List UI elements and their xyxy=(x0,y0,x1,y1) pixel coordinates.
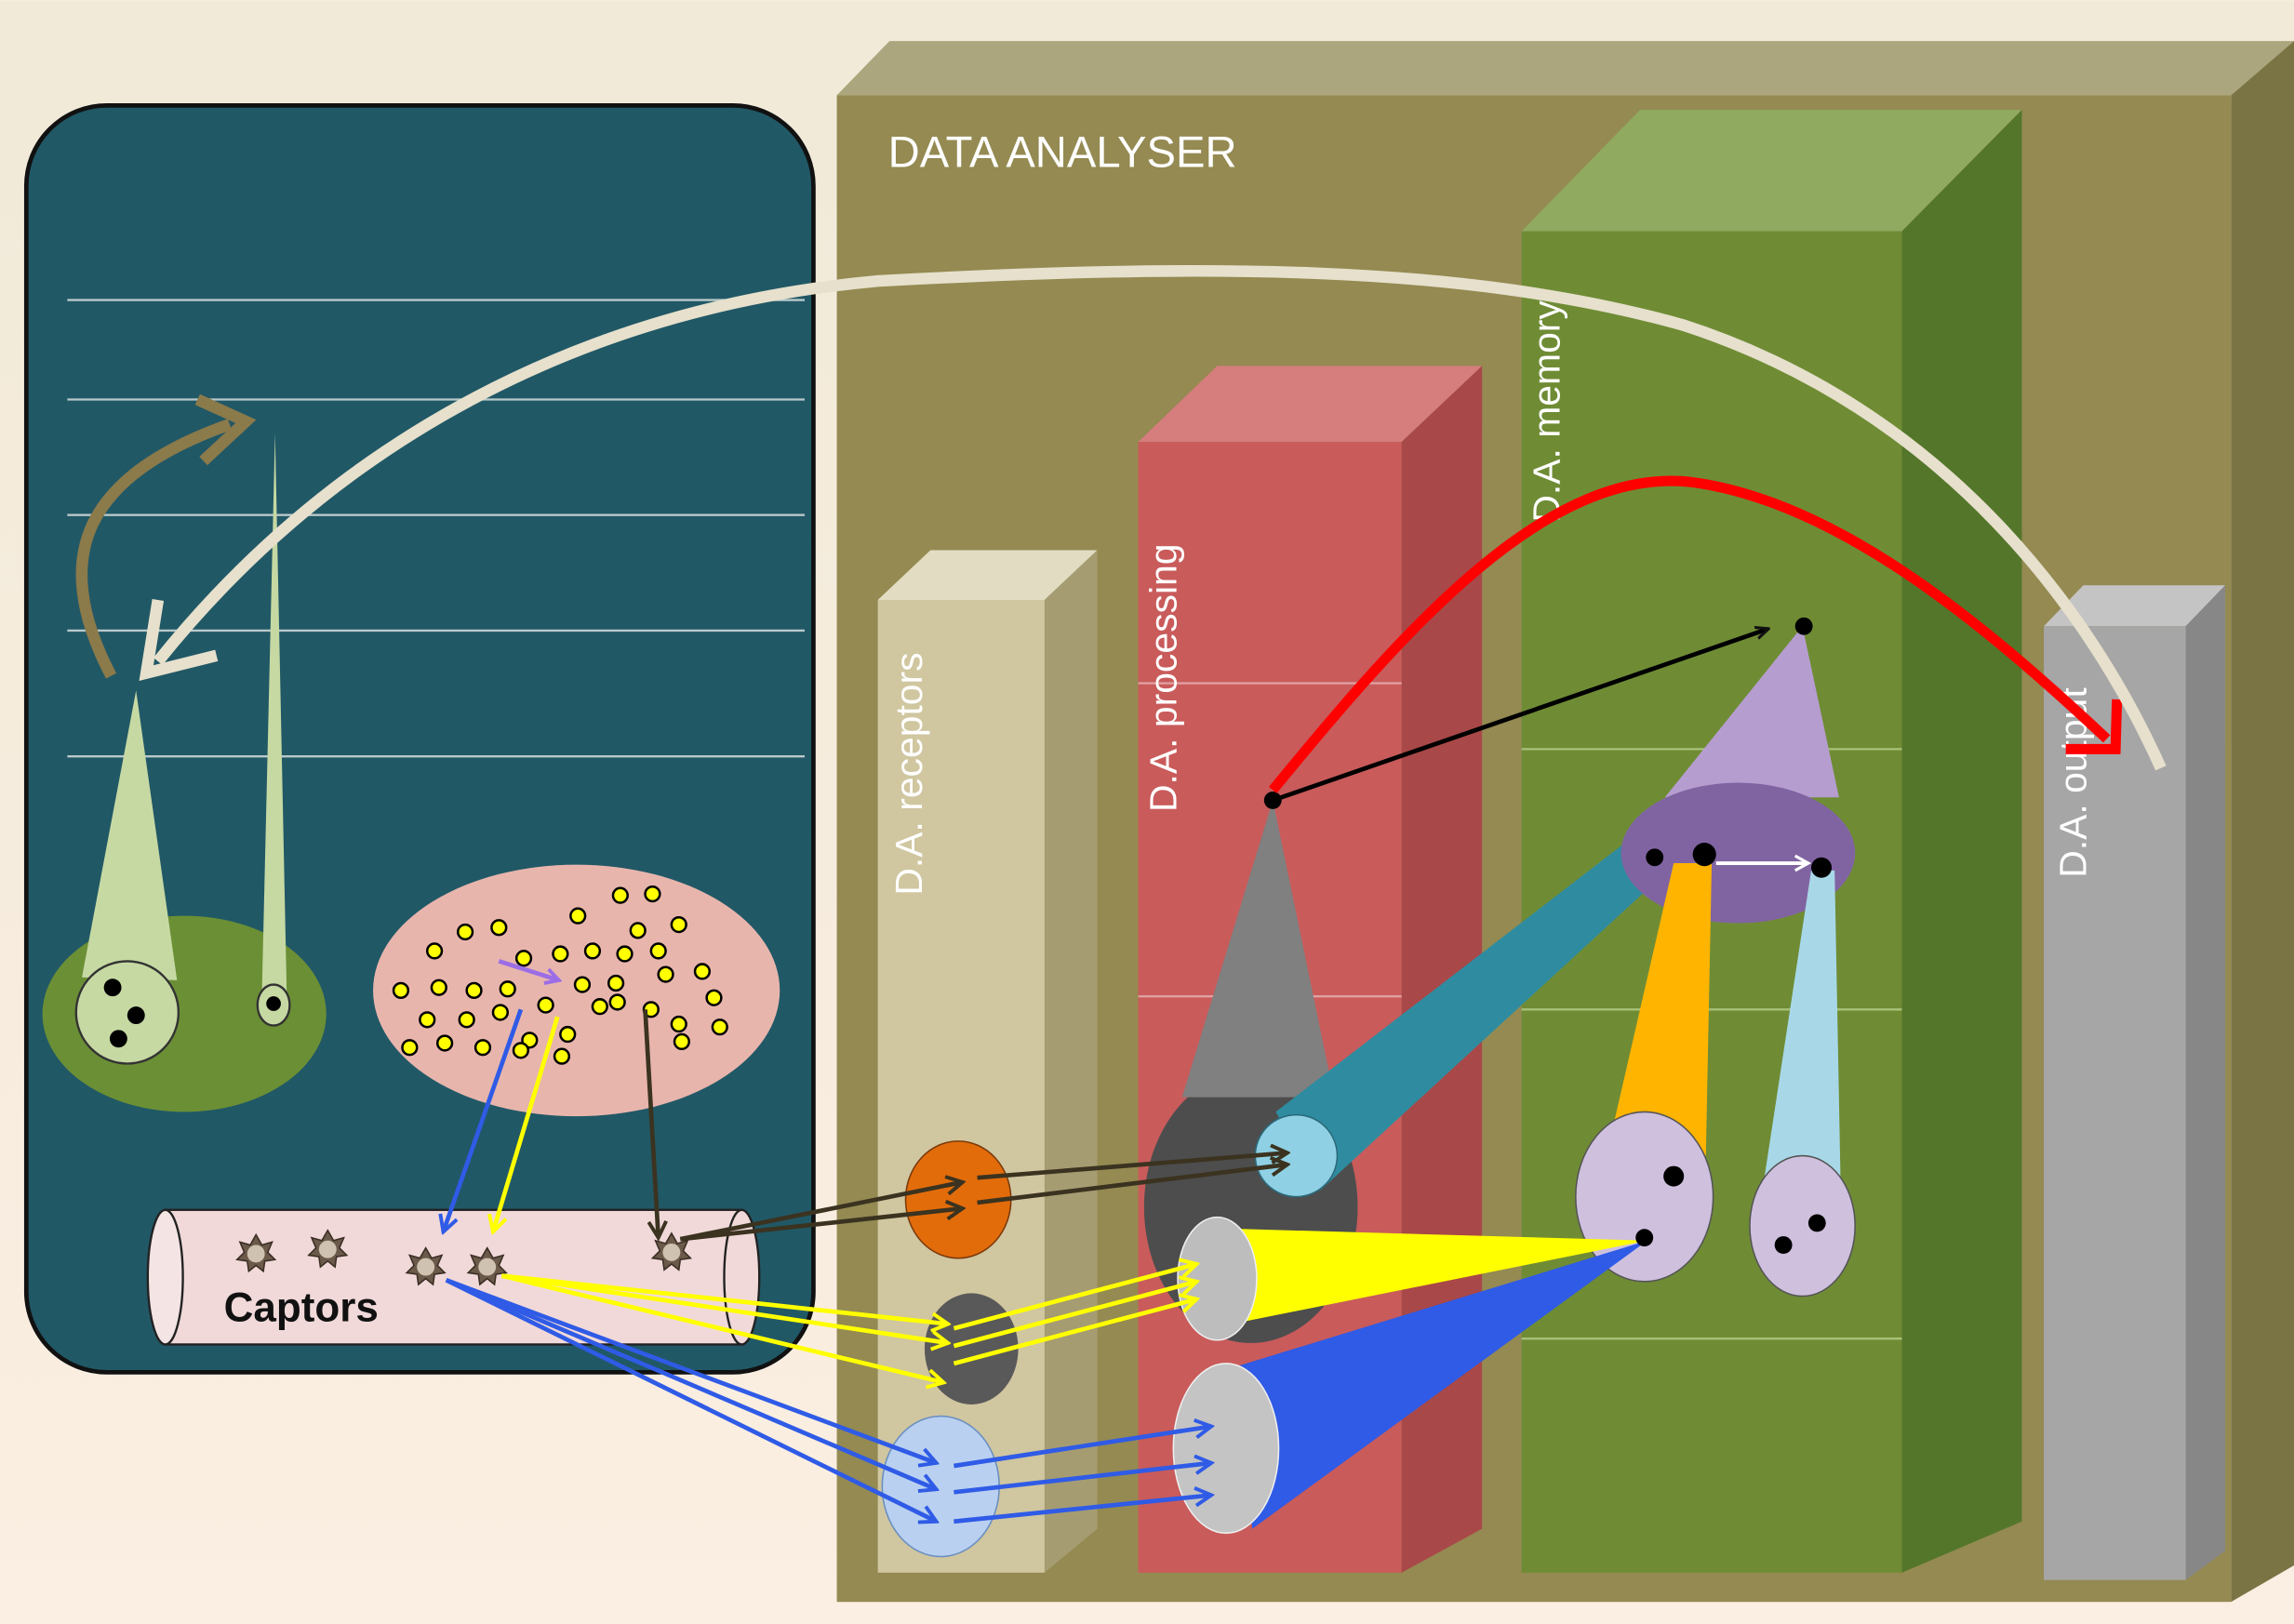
yellow-spot xyxy=(491,1004,509,1021)
yellow-spot xyxy=(473,1039,492,1057)
yellow-spot xyxy=(670,1015,687,1033)
yellow-spot xyxy=(392,981,410,999)
receptors-label: D.A. receptors xyxy=(887,652,930,895)
yellow-spot xyxy=(559,1025,577,1044)
yellow-spot xyxy=(611,886,629,904)
processing-label: D.A. processing xyxy=(1141,543,1184,812)
receptors-column: D.A. receptors xyxy=(877,550,1098,1573)
captors-label: Captors xyxy=(224,1285,379,1330)
purple-signal-arrow xyxy=(498,959,558,979)
yellow-spot xyxy=(616,945,634,963)
yellow-spot xyxy=(552,945,569,963)
captors-cylinder: Captors xyxy=(146,1208,761,1346)
yellow-spot xyxy=(693,963,712,980)
processing-to-memory-arrow xyxy=(1272,629,1767,803)
blue-signal-arrows xyxy=(445,1278,1212,1521)
yellow-signal-arrows xyxy=(500,1264,1196,1382)
yellow-spot xyxy=(499,980,516,998)
green-organism xyxy=(42,433,327,1112)
yellow-spot xyxy=(465,981,483,999)
yellow-spot xyxy=(490,919,508,937)
yellow-spot xyxy=(657,965,674,983)
yellow-spot xyxy=(430,978,447,996)
yellow-spot xyxy=(649,942,667,960)
yellow-spot xyxy=(673,1032,691,1051)
yellow-spot xyxy=(670,915,687,934)
yellow-spot xyxy=(644,885,661,903)
feedback-arc-arrow xyxy=(139,264,2167,771)
yellow-spot xyxy=(425,942,444,960)
yellow-spot xyxy=(573,976,592,993)
yellow-spot xyxy=(419,1011,436,1029)
yellow-spot xyxy=(583,942,602,960)
dark-signal-arrows xyxy=(679,1152,1287,1242)
blue-down-arrow xyxy=(444,1008,524,1231)
yellow-spot xyxy=(458,1011,475,1029)
yellow-spot xyxy=(512,1042,530,1059)
memory-label: D.A. memory xyxy=(1526,300,1568,523)
yellow-spot xyxy=(607,974,625,992)
yellow-spot xyxy=(569,907,587,925)
yellow-spot xyxy=(401,1039,419,1057)
olive-curved-arrow xyxy=(75,393,257,679)
yellow-spot xyxy=(711,1018,728,1036)
yellow-spot xyxy=(629,922,647,939)
yellow-spot xyxy=(537,996,554,1014)
yellow-spot xyxy=(705,989,723,1006)
yellow-spot xyxy=(435,1034,454,1052)
output-column: D.A. output xyxy=(2044,585,2226,1580)
yellow-spot xyxy=(608,993,626,1011)
red-output-arrow xyxy=(1268,475,2123,793)
memory-cones xyxy=(1172,626,1856,1535)
yellow-spot xyxy=(456,923,474,941)
memory-dots xyxy=(1263,617,1833,1254)
data-analyser-label: DATA ANALYSER xyxy=(888,126,1237,176)
dark-down-arrow xyxy=(643,1009,659,1237)
pink-organism xyxy=(373,864,780,1117)
yellow-spot xyxy=(553,1047,571,1065)
yellow-down-arrow xyxy=(493,1016,560,1231)
environment-panel xyxy=(23,103,816,1375)
yellow-spot xyxy=(591,998,608,1016)
yellow-spot xyxy=(514,950,533,967)
